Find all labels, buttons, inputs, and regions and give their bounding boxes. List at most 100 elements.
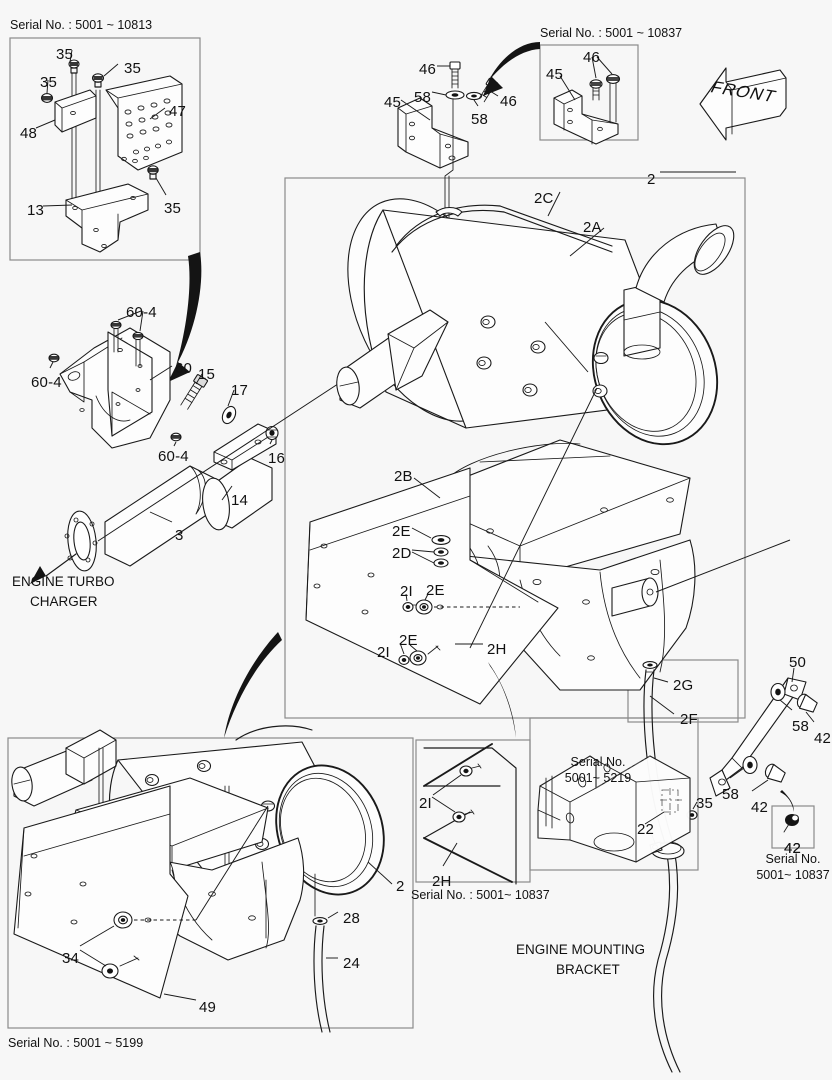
callout-top_mid-45: 45 <box>384 94 402 111</box>
callout-bottom_left-34: 34 <box>62 950 80 967</box>
inset-frame-top-left <box>9 37 201 261</box>
engine-mounting-bracket <box>537 755 691 863</box>
callout-left_mid-60-4: 60-4 <box>126 304 157 321</box>
callout-main-2i: 2I <box>400 583 413 600</box>
bolt-35-b <box>91 73 105 88</box>
callout-main-2e: 2E <box>392 523 411 540</box>
callout-inset_top_left-35: 35 <box>56 46 74 63</box>
inset-top-left-artwork <box>35 49 183 253</box>
callout-bottom_left-24: 24 <box>343 955 361 972</box>
callout-inset_top_right-46: 46 <box>583 49 601 66</box>
washer-2e-upper <box>431 535 451 545</box>
heatshield-2b-assembly <box>403 439 791 691</box>
bolt-46-upper <box>449 61 461 89</box>
callout-right_mid-42: 42 <box>784 840 802 857</box>
serial-bracket-line1: Serial No. <box>570 755 626 769</box>
bolt-60-4-a <box>110 320 122 353</box>
inset-bottom-left-artwork <box>11 725 393 1033</box>
bolt-60-4-c <box>48 353 60 363</box>
hose-2g-2f <box>642 661 681 1073</box>
caption-mount-line1: ENGINE MOUNTING <box>516 942 646 957</box>
washer-58-right <box>465 91 483 101</box>
callout-left_mid-60-4: 60-4 <box>31 374 62 391</box>
callout-left_mid-17: 17 <box>231 382 249 399</box>
washer-17 <box>221 405 237 425</box>
callout-inset_2h-2h: 2H <box>432 873 452 890</box>
callout-main-2f: 2F <box>680 711 698 728</box>
callout-right_mid-35: 35 <box>696 795 714 812</box>
washer-2d-b <box>433 558 449 568</box>
bolt-46-inset-left <box>589 79 603 101</box>
washer-2d-a <box>433 547 449 557</box>
callout-main-2d: 2D <box>392 545 412 562</box>
callout-main-2h: 2H <box>487 641 507 658</box>
bolt-35-c <box>40 93 54 103</box>
bolt-15 <box>180 374 209 410</box>
callout-left_mid-3: 3 <box>175 527 184 544</box>
callout-main-2i: 2I <box>377 644 390 661</box>
callout-right_mid-50: 50 <box>789 654 807 671</box>
callout-right_mid-42: 42 <box>814 730 832 747</box>
callout-inset_top_left-35: 35 <box>124 60 142 77</box>
inset-frame-bracket <box>529 717 699 871</box>
bolt-2i-low <box>398 655 410 665</box>
caption-turbo-line1: ENGINE TURBO <box>12 574 115 589</box>
callout-left_mid-15: 15 <box>198 366 216 383</box>
callout-bottom_left-49: 49 <box>199 999 217 1016</box>
callout-small_42_box-42: 42 <box>784 840 802 857</box>
callout-main-2a: 2A <box>583 219 602 236</box>
callout-inset_top_left-35: 35 <box>40 74 58 91</box>
bolt-2i-inset-b <box>452 809 475 823</box>
washer-34-a <box>113 911 133 929</box>
heatshield-2h-plate <box>305 387 598 705</box>
inset-42-artwork <box>783 814 799 833</box>
callout-inset_top_right-45: 45 <box>546 66 564 83</box>
nut-16 <box>265 425 279 441</box>
inset-frame-bottom-left <box>7 737 414 1029</box>
callout-main-2e: 2E <box>426 582 445 599</box>
bolt-2i-inset-a <box>459 763 482 777</box>
washer-2e-mid <box>415 599 433 615</box>
perforation-holes <box>121 98 173 164</box>
washer-58-lower-right <box>742 755 758 775</box>
bolt-35-d <box>147 165 159 180</box>
callout-inset_top_left-47: 47 <box>169 103 187 120</box>
left-mid-assembly <box>30 310 345 584</box>
callout-left_mid-14: 14 <box>231 492 249 509</box>
callout-bottom_left-28: 28 <box>343 910 361 927</box>
serial-bottom-left: Serial No. : 5001 ~ 5199 <box>8 1036 144 1050</box>
main-muffler-assembly <box>336 171 736 446</box>
sub-frame-2g2f <box>627 659 739 723</box>
callout-right_mid-42: 42 <box>751 799 769 816</box>
bolt-42-upper <box>796 693 818 713</box>
callout-inset_top_left-48: 48 <box>20 125 38 142</box>
callout-left_mid-16: 16 <box>268 450 286 467</box>
inset-2h-artwork <box>423 743 517 885</box>
bolt-60-4-b <box>132 331 144 367</box>
callout-top_mid-46: 46 <box>500 93 518 110</box>
caption-mount-line2: BRACKET <box>556 962 620 977</box>
callout-inset_top_left-13: 13 <box>27 202 45 219</box>
callout-top_mid-46: 46 <box>419 61 437 78</box>
bolt-42-lower <box>764 763 786 783</box>
callout-right_mid-22: 22 <box>637 821 655 838</box>
bolt-46-inset-right <box>605 74 621 123</box>
swoosh-arrow-topleft <box>176 252 202 366</box>
link-50-assembly <box>709 667 818 812</box>
callout-inset_2h-2i: 2I <box>419 795 432 812</box>
callout-top_mid-58: 58 <box>471 111 489 128</box>
front-arrow-icon <box>699 67 787 141</box>
callout-main-2g: 2G <box>673 677 694 694</box>
inset-top-right-artwork <box>553 56 621 145</box>
callout-right_mid-58: 58 <box>792 718 810 735</box>
serial-42-line2: 5001~ 10837 <box>756 868 830 882</box>
serial-bracket-line2: 5001~ 5219 <box>564 771 632 785</box>
serial-42-line1: Serial No. <box>765 852 821 866</box>
callout-main-2b: 2B <box>394 468 413 485</box>
callout-main-2e: 2E <box>399 632 418 649</box>
callout-main-2c: 2C <box>534 190 554 207</box>
callout-inset_top_left-35: 35 <box>164 200 182 217</box>
caption-turbo-line2: CHARGER <box>30 594 98 609</box>
